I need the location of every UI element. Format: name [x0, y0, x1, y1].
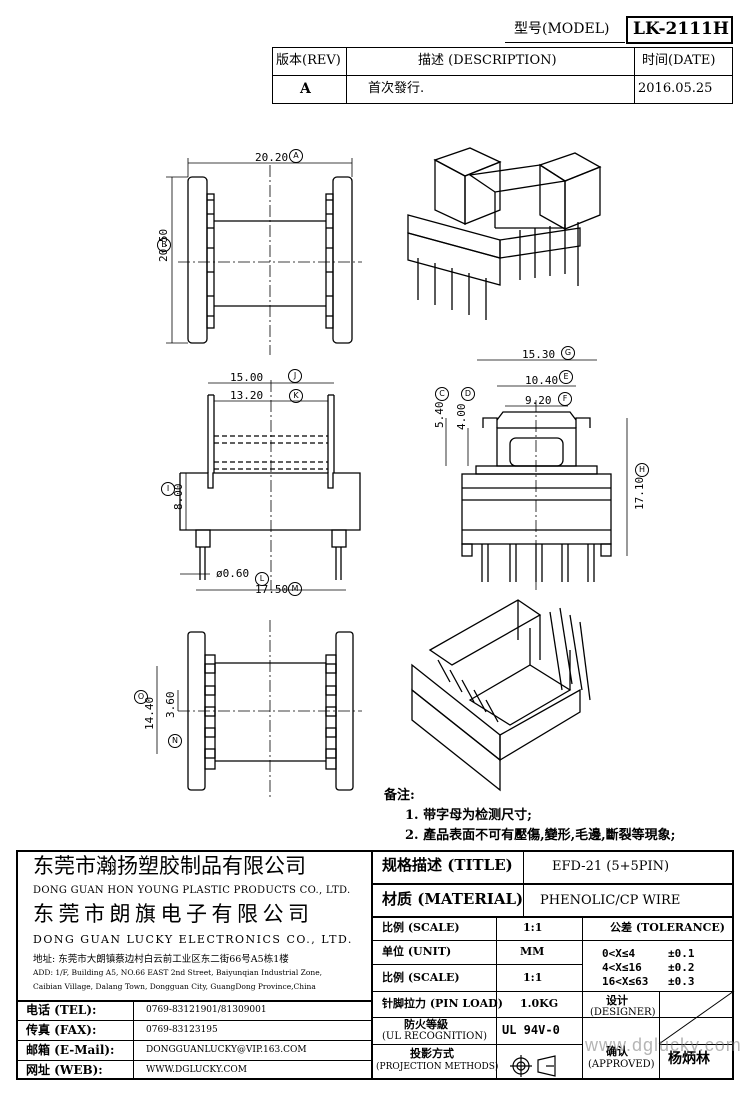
- spec-title-value: EFD-21 (5+5PIN): [552, 859, 670, 874]
- model-underline: [505, 42, 625, 43]
- projection-symbol: [510, 1055, 556, 1077]
- dim-marker-m: M: [288, 582, 302, 596]
- designer-label-cn: 设计: [606, 994, 628, 1007]
- ul-label-en: (UL RECOGNITION): [382, 1031, 487, 1042]
- tol-range-1: 0<X≤4: [602, 947, 636, 960]
- company-1-en: DONG GUAN HON YOUNG PLASTIC PRODUCTS CO.…: [33, 885, 351, 896]
- dim-marker-f: F: [558, 392, 572, 406]
- desc-header: 描述 (DESCRIPTION): [418, 53, 557, 68]
- notes-title: 备注:: [384, 788, 415, 803]
- company-2-cn: 东莞市朗旗电子有限公司: [33, 902, 314, 926]
- pin-load-value: 1.0KG: [520, 997, 559, 1010]
- note-1: 1. 带字母为检测尺寸;: [405, 808, 532, 823]
- dim-marker-o: O: [134, 690, 148, 704]
- material-label: 材质 (MATERIAL): [382, 890, 524, 908]
- ul-label-cn: 防火等級: [404, 1018, 448, 1031]
- dim-marker-h: H: [635, 463, 649, 477]
- tol-range-3: 16<X≤63: [602, 975, 649, 988]
- dim-l: ø0.60: [216, 567, 250, 580]
- tel-value: 0769-83121901/81309001: [146, 1005, 267, 1015]
- tol-value-2: ±0.2: [668, 961, 695, 974]
- end-view: [445, 359, 628, 590]
- dim-marker-a: A: [289, 149, 303, 163]
- isometric-view-1: [407, 147, 602, 320]
- dim-marker-e: E: [559, 370, 573, 384]
- address-en-1: ADD: 1/F, Building A5, NO.66 EAST 2nd St…: [33, 968, 323, 977]
- dim-marker-l: L: [255, 572, 269, 586]
- designer-label-en: (DESIGNER): [590, 1007, 656, 1018]
- approved-name: 杨炳林: [668, 1051, 710, 1067]
- approved-label-cn: 确认: [606, 1045, 628, 1058]
- dim-marker-n: N: [168, 734, 182, 748]
- tol-value-1: ±0.1: [668, 947, 695, 960]
- tel-label: 电话 (TEL):: [26, 1003, 97, 1017]
- dim-j: 15.00: [230, 371, 264, 384]
- date-header: 时间(DATE): [642, 53, 716, 68]
- dim-marker-d: D: [461, 387, 475, 401]
- side-view: [166, 158, 362, 355]
- tol-range-2: 4<X≤16: [602, 961, 642, 974]
- dim-marker-j: J: [288, 369, 302, 383]
- dim-marker-c: C: [435, 387, 449, 401]
- web-value: WWW.DGLUCKY.COM: [146, 1065, 248, 1075]
- scale-value: 1:1: [523, 921, 543, 934]
- approved-label-en: (APPROVED): [588, 1059, 655, 1070]
- company-1-cn: 东莞市瀚扬塑胶制品有限公司: [33, 854, 306, 878]
- tolerance-label: 公差 (TOLERANCE): [610, 921, 725, 934]
- dim-marker-g: G: [561, 346, 575, 360]
- spec-title-label: 规格描述 (TITLE): [382, 856, 513, 874]
- ul-value: UL 94V-0: [502, 1023, 560, 1037]
- address-en-2: Caibian Village, Dalang Town, Dongguan C…: [33, 982, 316, 991]
- dim-k: 13.20: [230, 389, 264, 402]
- dim-marker-b: B: [157, 238, 171, 252]
- dim-n: 3.60: [164, 691, 177, 719]
- scale2-label: 比例 (SCALE): [382, 971, 460, 984]
- email-value: DONGGUANLUCKY@VIP.163.COM: [146, 1045, 307, 1055]
- dim-f: 9.20: [525, 394, 552, 407]
- dim-a: 20.20: [255, 151, 289, 164]
- fax-label: 传真 (FAX):: [26, 1023, 97, 1037]
- desc-value: 首次發行.: [368, 81, 425, 96]
- watermark: www.dglucky.com: [585, 1035, 742, 1055]
- front-view: [179, 380, 361, 591]
- model-value: LK-2111H: [633, 19, 729, 39]
- dim-m: 17.50: [255, 583, 289, 596]
- fax-value: 0769-83123195: [146, 1025, 218, 1035]
- unit-label: 单位 (UNIT): [382, 945, 452, 958]
- model-label: 型号(MODEL): [514, 21, 610, 37]
- tol-value-3: ±0.3: [668, 975, 695, 988]
- unit-value: MM: [520, 945, 545, 958]
- dim-h: 17.10: [633, 476, 646, 510]
- dim-d: 4.00: [455, 403, 468, 431]
- bottom-view: [156, 620, 362, 800]
- company-2-en: DONG GUAN LUCKY ELECTRONICS CO., LTD.: [33, 933, 353, 946]
- email-label: 邮箱 (E-Mail):: [26, 1043, 115, 1057]
- web-label: 网址 (WEB):: [26, 1063, 103, 1077]
- dim-g: 15.30: [522, 348, 556, 361]
- model-box: [626, 16, 733, 44]
- rev-header: 版本(REV): [276, 53, 341, 68]
- scale2-value: 1:1: [523, 971, 543, 984]
- note-2: 2. 產品表面不可有壓傷,變形,毛邊,斷裂等現象;: [405, 828, 676, 843]
- pin-load-label: 针脚拉力 (PIN LOAD): [382, 997, 503, 1010]
- isometric-view-2: [411, 599, 591, 792]
- dim-marker-i: I: [161, 482, 175, 496]
- address-cn: 地址: 东莞市大朗镇蔡边村白云前工业区东二街66号A5栋1楼: [33, 954, 289, 965]
- scale-label: 比例 (SCALE): [382, 921, 460, 934]
- dim-marker-k: K: [289, 389, 303, 403]
- projection-label-en: (PROJECTION METHODS): [376, 1062, 499, 1072]
- material-value: PHENOLIC/CP WIRE: [540, 893, 681, 908]
- dim-c: 5.40: [433, 401, 446, 429]
- dim-e: 10.40: [525, 374, 559, 387]
- rev-value: A: [300, 81, 311, 97]
- title-block: [16, 850, 734, 1080]
- projection-label-cn: 投影方式: [410, 1047, 454, 1060]
- date-value: 2016.05.25: [638, 81, 713, 96]
